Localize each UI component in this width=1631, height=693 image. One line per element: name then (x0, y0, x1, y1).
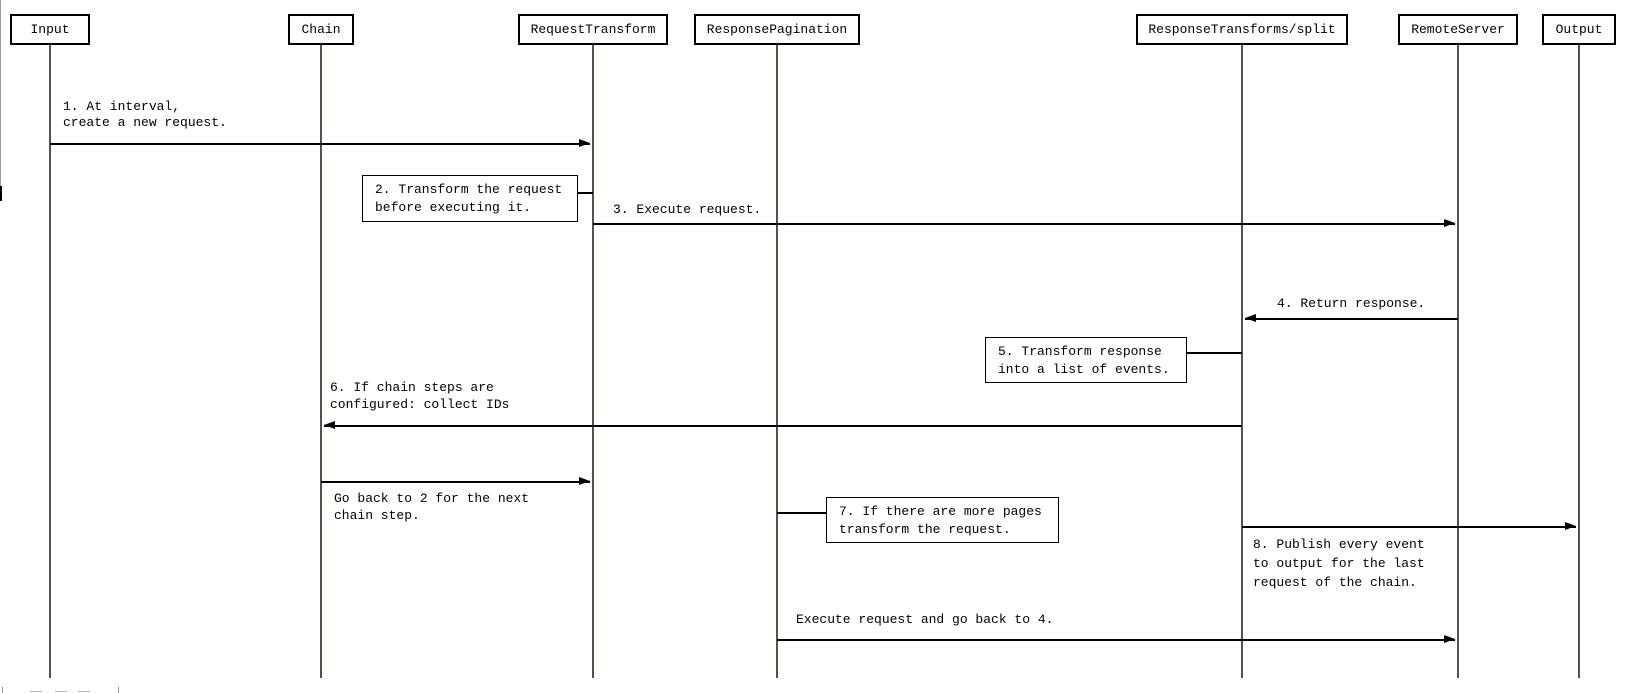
message-arrowhead-6 (1565, 522, 1576, 531)
message-arrowhead-3 (1245, 314, 1256, 323)
message-line-1 (50, 143, 590, 145)
lifeline-response-transforms-split (1241, 45, 1243, 678)
actor-label-response-pagination: ResponsePagination (706, 22, 848, 37)
message-label-1: 1. At interval,create a new request. (63, 99, 227, 131)
message-label-line: configured: collect IDs (330, 397, 510, 412)
note-box-response-transforms-split: 5. Transform response into a list of even… (985, 337, 1187, 383)
message-label-line: create a new request. (63, 115, 227, 130)
bottom-left-fragment-c (30, 691, 42, 692)
message-label-line: 8. Publish every event (1253, 537, 1425, 552)
actor-box-chain: Chain (288, 14, 354, 45)
actor-label-response-transforms-split: ResponseTransforms/split (1148, 22, 1336, 37)
message-label-line: Go back to 2 for the next (334, 491, 530, 506)
message-label-line: Execute request and go back to 4. (796, 612, 1054, 627)
note-connector-response-pagination (777, 512, 826, 514)
lifeline-response-pagination (776, 45, 778, 678)
actor-label-remote-server: RemoteServer (1411, 22, 1505, 37)
note-box-response-pagination: 7. If there are more pages transform the … (826, 497, 1059, 543)
message-label-7: Execute request and go back to 4. (796, 612, 1053, 628)
note-line: 7. If there are more pages (839, 504, 1042, 519)
note-line: before executing it. (375, 200, 532, 215)
actor-label-request-transform: RequestTransform (530, 22, 656, 37)
message-label-line: 6. If chain steps are (330, 380, 494, 395)
actor-label-input: Input (30, 22, 70, 37)
actor-label-chain: Chain (301, 22, 341, 37)
message-label-2: 3. Execute request. (613, 202, 761, 218)
note-line: 5. Transform response (998, 344, 1162, 359)
note-line: 2. Transform the request (375, 182, 563, 197)
message-line-4 (324, 425, 1242, 427)
bottom-left-fragment-b (118, 687, 119, 693)
message-arrowhead-4 (324, 421, 335, 430)
message-label-3: 4. Return response. (1277, 296, 1425, 312)
bottom-left-fragment-a (2, 687, 3, 693)
message-label-line: chain step. (334, 508, 420, 523)
message-arrowhead-5 (579, 477, 590, 486)
message-arrowhead-1 (579, 139, 590, 148)
lifeline-remote-server (1457, 45, 1459, 678)
lifeline-request-transform (592, 45, 594, 678)
note-line: transform the request. (839, 522, 1011, 537)
lifeline-chain (320, 45, 322, 678)
message-label-6: 8. Publish every event to output for the … (1253, 535, 1425, 592)
left-edge-line (0, 0, 1, 188)
note-box-request-transform: 2. Transform the request before executing… (362, 175, 578, 222)
actor-box-input: Input (10, 14, 90, 45)
actor-box-remote-server: RemoteServer (1398, 14, 1518, 45)
message-label-4: 6. If chain steps are configured: collect… (330, 379, 509, 413)
message-arrowhead-2 (1444, 219, 1455, 228)
lifeline-input (49, 45, 51, 678)
actor-box-response-transforms-split: ResponseTransforms/split (1136, 14, 1348, 45)
note-line: into a list of events. (998, 362, 1170, 377)
note-connector-response-transforms-split (1187, 352, 1242, 354)
message-line-6 (1242, 526, 1576, 528)
actor-box-request-transform: RequestTransform (518, 14, 668, 45)
message-line-2 (593, 223, 1455, 225)
message-label-5: Go back to 2 for the next chain step. (334, 490, 529, 524)
bottom-left-fragment-e (78, 691, 90, 692)
note-connector-request-transform (578, 192, 593, 194)
message-label-line: 4. Return response. (1277, 296, 1426, 311)
actor-box-output: Output (1542, 14, 1616, 45)
message-line-3 (1245, 318, 1458, 320)
message-label-line: to output for the last (1253, 556, 1425, 571)
message-line-7 (777, 639, 1455, 641)
bottom-left-fragment-d (55, 691, 67, 692)
message-line-5 (321, 481, 590, 483)
actor-box-response-pagination: ResponsePagination (694, 14, 860, 45)
message-label-line: 1. At interval, (63, 99, 181, 114)
message-label-line: 3. Execute request. (613, 202, 762, 217)
left-edge-tick (0, 186, 2, 201)
actor-label-output: Output (1555, 22, 1603, 37)
message-label-line: request of the chain. (1253, 575, 1417, 590)
lifeline-output (1578, 45, 1580, 678)
message-arrowhead-7 (1444, 635, 1455, 644)
